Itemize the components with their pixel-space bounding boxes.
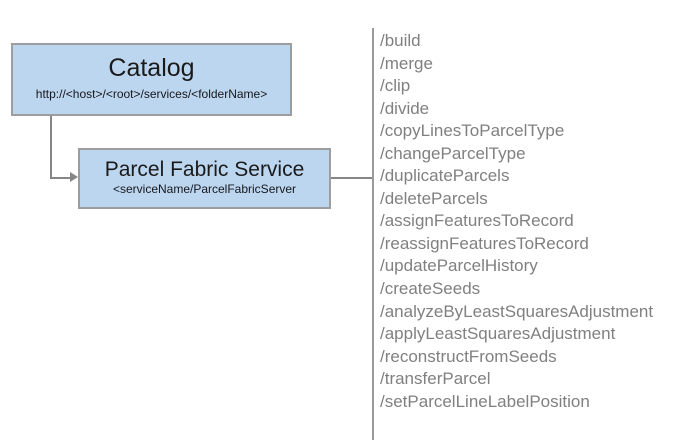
operations-divider-rule [372, 28, 374, 440]
connector-catalog-horizontal [50, 177, 72, 179]
operation-item[interactable]: /copyLinesToParcelType [380, 121, 565, 141]
parcel-fabric-service-path: <serviceName/ParcelFabricServer [112, 182, 297, 197]
parcel-fabric-service-node[interactable]: Parcel Fabric Service <serviceName/Parce… [78, 148, 331, 209]
operation-item[interactable]: /transferParcel [380, 369, 491, 389]
catalog-node-title: Catalog [108, 54, 195, 83]
operation-item[interactable]: /reconstructFromSeeds [380, 346, 557, 366]
operation-item[interactable]: /updateParcelHistory [380, 256, 538, 276]
catalog-node-url: http://<host>/<root>/services/<folderNam… [35, 86, 268, 101]
operation-item[interactable]: /applyLeastSquaresAdjustment [380, 324, 616, 344]
operation-item[interactable]: /analyzeByLeastSquaresAdjustment [380, 301, 654, 321]
operation-item[interactable]: /changeParcelType [380, 143, 526, 163]
operation-item[interactable]: /duplicateParcels [380, 166, 510, 186]
operation-item[interactable]: /merge [380, 53, 433, 73]
operation-item[interactable]: /reassignFeaturesToRecord [380, 233, 589, 253]
operation-item[interactable]: /build [380, 31, 421, 50]
connector-service-to-operations [331, 177, 373, 179]
operations-list: /build /merge /clip /divide /copyLinesTo… [380, 30, 686, 413]
operation-item[interactable]: /clip [380, 76, 411, 96]
operation-item[interactable]: /divide [380, 98, 430, 118]
operation-item[interactable]: /setParcelLineLabelPosition [380, 391, 590, 411]
connector-catalog-vertical [50, 116, 52, 179]
arrowhead-icon [70, 172, 78, 182]
catalog-node[interactable]: Catalog http://<host>/<root>/services/<f… [11, 43, 292, 116]
operation-item[interactable]: /assignFeaturesToRecord [380, 211, 574, 231]
operation-item[interactable]: /createSeeds [380, 279, 481, 299]
parcel-fabric-service-title: Parcel Fabric Service [104, 158, 305, 182]
operation-item[interactable]: /deleteParcels [380, 188, 488, 208]
